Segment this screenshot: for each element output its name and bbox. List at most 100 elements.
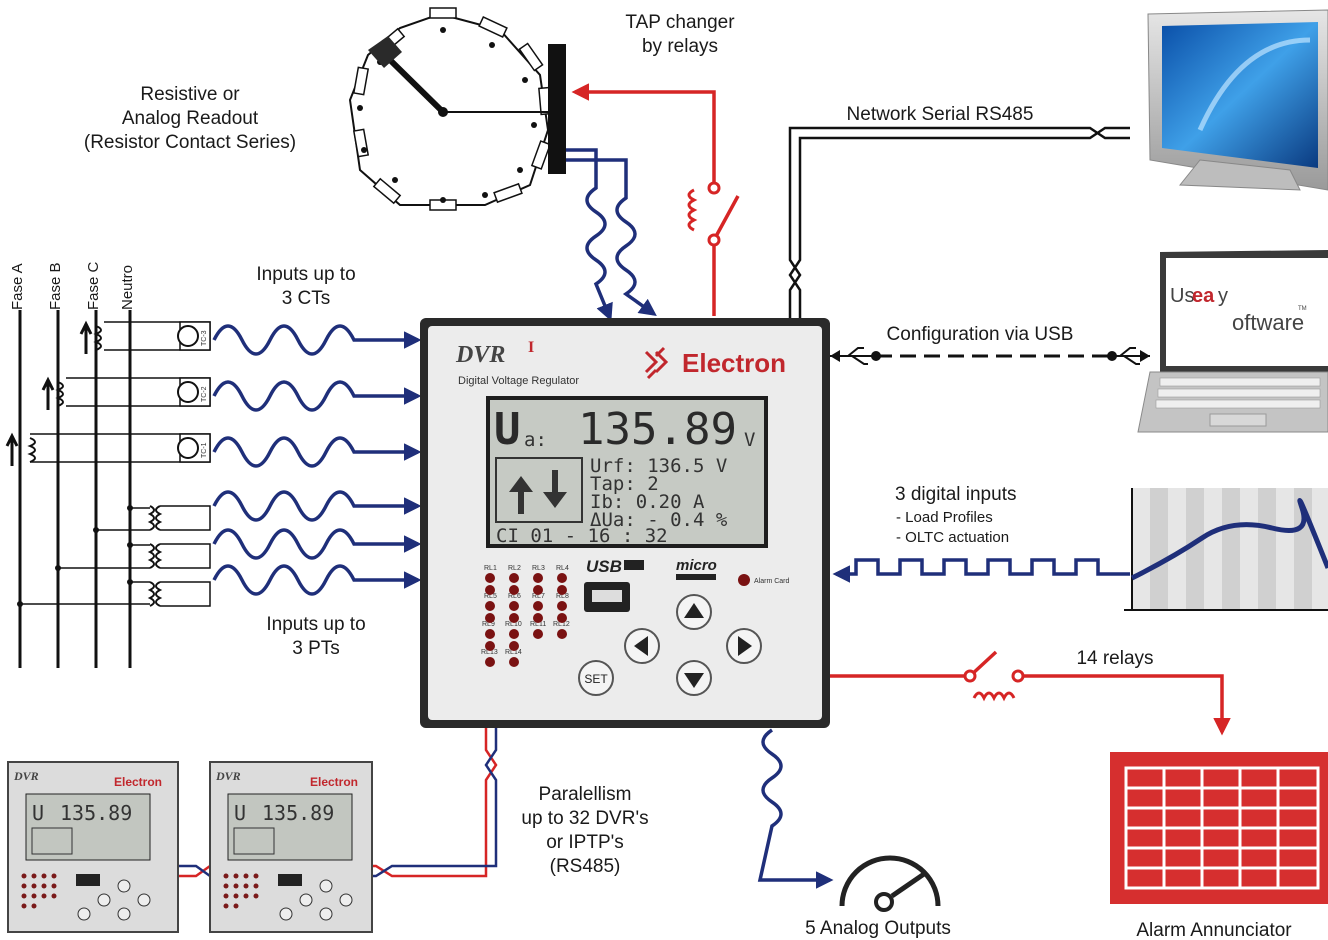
button-set[interactable]: SET [578,660,614,696]
parallelism-label: Paralellism up to 32 DVR's or IPTP's (RS… [521,784,648,877]
svg-text:TAP changer: TAP changer [625,12,735,33]
digital-inputs-label: 3 digital inputs - Load Profiles - OLTC … [895,484,1016,546]
lcd-main-value: 135.89 [578,404,737,455]
phase-lines: Fase A Fase B Fase C Neutro [5,261,136,668]
svg-text:V: V [744,429,755,451]
tap-changer-label: TAP changer by relays [625,12,735,57]
svg-text:3 CTs: 3 CTs [282,288,331,309]
alarm-annunciator-icon [1110,752,1328,904]
svg-text:Us: Us [1170,285,1194,307]
inputs-ct-label: Inputs up to 3 CTs [256,264,355,309]
arrow-down-icon [543,470,567,508]
microsd-label: micro [676,557,717,574]
tap-changer-dial [348,7,566,211]
analog-outputs-wire [757,728,834,889]
svg-text:RL4: RL4 [556,565,569,572]
button-left[interactable] [624,628,660,664]
svg-text:Electron: Electron [114,775,162,789]
alarm-annunciator-label: Alarm Annunciator [1136,920,1292,940]
parallel-dvr-unit-2: DVR Electron U 135.89 [209,761,373,933]
rs485-network-wire [788,126,1130,318]
inputs-pt-label: Inputs up to 3 PTs [266,614,365,659]
svg-text:up to 32 DVR's: up to 32 DVR's [521,808,648,829]
svg-text:3 PTs: 3 PTs [292,638,340,659]
tap-relay-wire [571,83,740,316]
svg-text:TC-2: TC-2 [201,386,208,402]
svg-text:SET: SET [584,672,608,686]
svg-text:I: I [528,339,534,356]
svg-text:ΔUa: - 0.4 %: ΔUa: - 0.4 % [590,509,728,531]
parallelism-wires [178,726,498,878]
button-up[interactable] [676,594,712,630]
svg-text:TC-3: TC-3 [201,330,208,346]
svg-text:Inputs up to: Inputs up to [266,614,365,635]
svg-text:TM: TM [1298,306,1307,312]
svg-text:Inputs up to: Inputs up to [256,264,355,285]
svg-text:(Resistor Contact Series): (Resistor Contact Series) [84,132,296,153]
svg-text:RL3: RL3 [532,565,545,572]
usb-config-link [830,347,1150,365]
button-right[interactable] [726,628,762,664]
laptop-icon: Us ea y oftware TM [1137,250,1328,433]
device-subtitle: Digital Voltage Regulator [458,375,579,387]
electron-logo-icon [644,346,669,380]
svg-text:by relays: by relays [642,36,718,57]
svg-text:DVR: DVR [13,769,39,783]
device-model: DVR [455,342,505,368]
network-label: Network Serial RS485 [847,104,1034,125]
svg-text:DVR: DVR [215,769,241,783]
load-profile-chart-icon [1124,488,1328,611]
svg-text:RL11: RL11 [530,621,546,628]
svg-text:RL8: RL8 [556,593,569,600]
svg-text:RL2: RL2 [508,565,521,572]
current-transformers: TC-3 TC-2 TC-1 [27,321,211,463]
svg-text:CI 01 - 16 : 32: CI 01 - 16 : 32 [496,525,668,547]
svg-text:Resistive or: Resistive or [140,84,240,105]
svg-text:RL14: RL14 [505,649,522,656]
usb-config-label: Configuration via USB [887,324,1074,345]
analog-outputs-label: 5 Analog Outputs [805,918,951,939]
svg-text:RL12: RL12 [553,621,570,628]
device-brand: Electron [682,348,786,378]
svg-text:Paralellism: Paralellism [539,784,632,805]
svg-text:RL6: RL6 [508,593,521,600]
svg-text:3 digital inputs: 3 digital inputs [895,484,1016,505]
svg-text:RL7: RL7 [532,593,545,600]
button-down[interactable] [676,660,712,696]
digital-inputs-wire [832,558,1130,583]
usb-label: USB [586,557,622,576]
phase-c-label: Fase C [85,261,102,310]
lcd-screen: U a: 135.89 V Urf: 136.5 V Tap: 2 Ib: 0.… [486,396,768,548]
svg-text:RL9: RL9 [482,621,495,628]
arrow-up-icon [509,476,533,514]
svg-text:ea: ea [1192,285,1215,307]
ct-input-wires [212,324,422,468]
svg-text:TC-1: TC-1 [201,442,208,458]
relays-label: 14 relays [1076,648,1153,669]
parallel-dvr-unit-1: DVR Electron U 135.89 [7,761,179,933]
usb-connector-icon [624,560,644,570]
svg-text:U: U [234,801,246,825]
svg-text:Electron: Electron [310,775,358,789]
tap-feedback-wires [566,148,657,322]
svg-text:Tap: 2: Tap: 2 [590,473,659,495]
phase-a-label: Fase A [9,263,26,310]
svg-text:a:: a: [524,429,547,451]
svg-text:RL5: RL5 [484,593,497,600]
dvr-main-device: DVR I Digital Voltage Regulator Electron… [420,318,830,728]
relays-output-wire [828,650,1231,736]
svg-text:RL1: RL1 [484,565,497,572]
svg-text:135.89: 135.89 [262,801,334,825]
phase-b-label: Fase B [47,262,64,310]
svg-text:Ib: 0.20 A: Ib: 0.20 A [590,491,705,513]
svg-text:or IPTP's: or IPTP's [546,832,624,853]
desktop-computer-icon [1147,9,1328,191]
readout-label: Resistive or Analog Readout (Resistor Co… [84,84,296,153]
svg-text:- Load Profiles: - Load Profiles [896,509,993,526]
svg-text:U: U [494,404,521,455]
microsd-slot [676,574,716,580]
neutral-label: Neutro [119,265,136,310]
svg-text:- OLTC actuation: - OLTC actuation [896,529,1009,546]
svg-text:U: U [32,801,44,825]
